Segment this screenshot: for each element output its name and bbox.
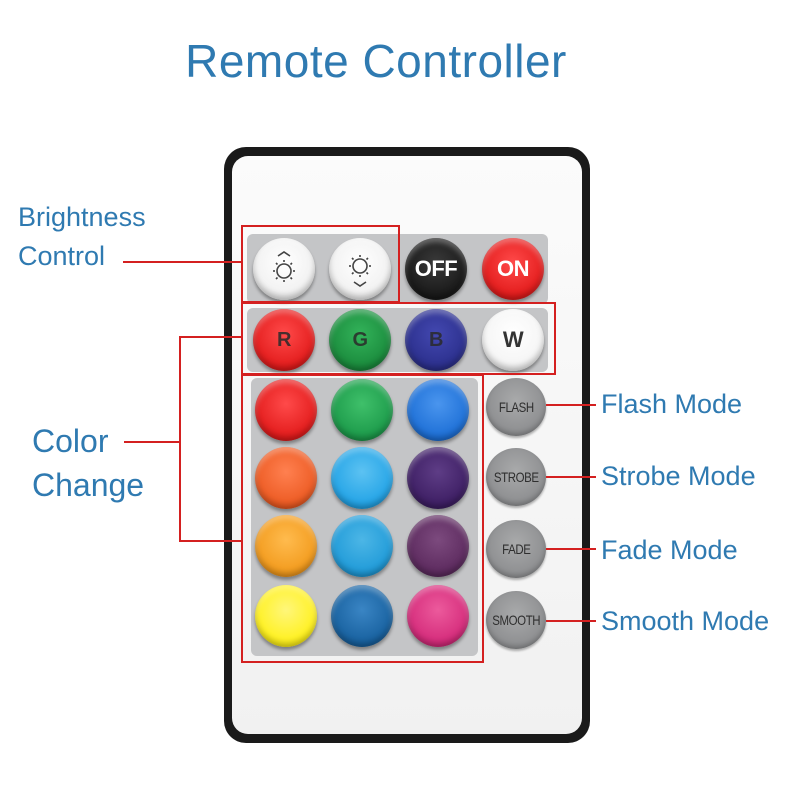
red-button-label: R bbox=[277, 328, 291, 351]
brightness-down-button[interactable] bbox=[329, 238, 391, 300]
color-bracket-bottom bbox=[179, 540, 242, 542]
color-button-1[interactable] bbox=[255, 379, 317, 441]
color-button-2[interactable] bbox=[331, 379, 393, 441]
brightness-up-button[interactable] bbox=[253, 238, 315, 300]
white-button[interactable]: W bbox=[482, 309, 544, 371]
green-button[interactable]: G bbox=[329, 309, 391, 371]
on-button[interactable]: ON bbox=[482, 238, 544, 300]
blue-button-label: B bbox=[429, 328, 443, 351]
flash-mode-label: Flash Mode bbox=[601, 389, 743, 419]
color-label-line2: Change bbox=[32, 467, 145, 503]
flash-pointer bbox=[546, 404, 596, 406]
color-label-line1: Color bbox=[32, 423, 109, 459]
brightness-pointer bbox=[123, 261, 241, 263]
blue-button[interactable]: B bbox=[405, 309, 467, 371]
brightness-up-icon bbox=[273, 251, 295, 282]
smooth-pointer bbox=[546, 620, 596, 622]
on-button-label: ON bbox=[497, 256, 530, 281]
color-button-11[interactable] bbox=[331, 585, 393, 647]
fade-button[interactable]: FADE bbox=[486, 520, 546, 578]
brightness-label-line1: Brightness bbox=[18, 202, 146, 232]
color-bracket-top bbox=[179, 336, 242, 338]
strobe-pointer bbox=[546, 476, 596, 478]
color-button-8[interactable] bbox=[331, 515, 393, 577]
brightness-down-icon bbox=[349, 255, 371, 287]
green-button-label: G bbox=[352, 328, 368, 351]
color-button-7[interactable] bbox=[255, 515, 317, 577]
color-button-3[interactable] bbox=[407, 379, 469, 441]
brightness-callout-box bbox=[241, 225, 400, 303]
fade-pointer bbox=[546, 548, 596, 550]
strobe-button-label: STROBE bbox=[493, 469, 539, 485]
fade-button-label: FADE bbox=[501, 541, 531, 557]
color-bracket-pointer bbox=[124, 441, 180, 443]
smooth-mode-label: Smooth Mode bbox=[601, 606, 770, 636]
white-button-label: W bbox=[502, 327, 524, 352]
smooth-button[interactable]: SMOOTH bbox=[486, 591, 546, 649]
off-button-label: OFF bbox=[414, 256, 458, 281]
color-grid-callout-box bbox=[241, 374, 484, 663]
color-button-5[interactable] bbox=[331, 447, 393, 509]
strobe-button[interactable]: STROBE bbox=[486, 448, 546, 506]
red-button[interactable]: R bbox=[253, 309, 315, 371]
color-button-9[interactable] bbox=[407, 515, 469, 577]
strobe-mode-label: Strobe Mode bbox=[601, 461, 756, 491]
color-button-10[interactable] bbox=[255, 585, 317, 647]
page-title: Remote Controller bbox=[185, 35, 567, 87]
color-bracket-vertical bbox=[179, 336, 181, 542]
rgbw-callout-box bbox=[241, 302, 556, 375]
smooth-button-label: SMOOTH bbox=[492, 612, 540, 628]
color-button-4[interactable] bbox=[255, 447, 317, 509]
flash-button-label: FLASH bbox=[498, 399, 534, 415]
fade-mode-label: Fade Mode bbox=[601, 535, 738, 565]
brightness-label-line2: Control bbox=[18, 241, 106, 271]
color-button-6[interactable] bbox=[407, 447, 469, 509]
flash-button[interactable]: FLASH bbox=[486, 378, 546, 436]
color-button-12[interactable] bbox=[407, 585, 469, 647]
off-button[interactable]: OFF bbox=[405, 238, 467, 300]
